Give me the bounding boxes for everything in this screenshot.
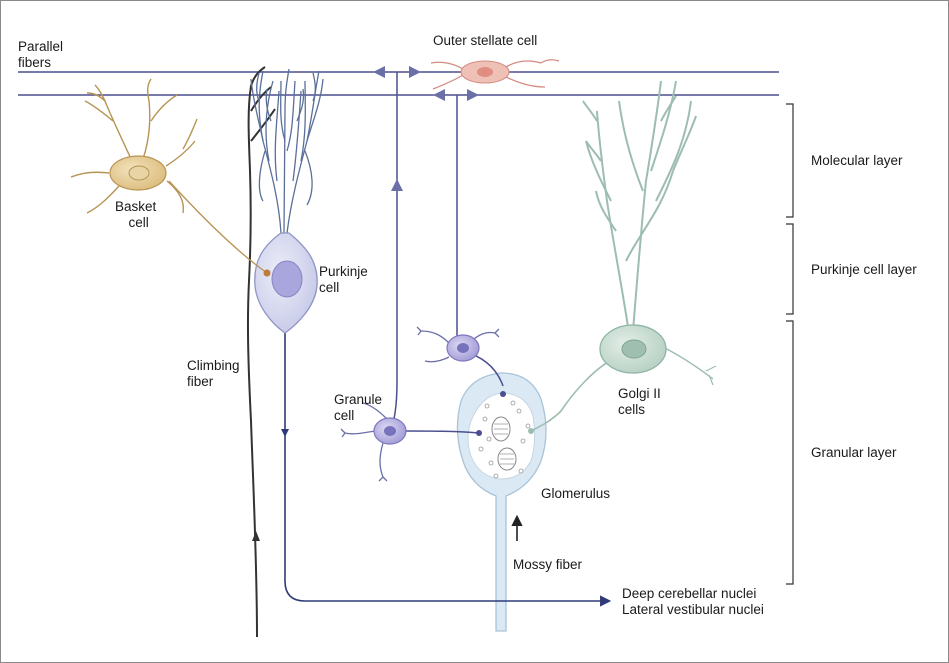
golgi-line-1: Golgi II: [618, 386, 661, 401]
parallel-fibers-line-2: fibers: [18, 55, 52, 70]
parallel-fibers-line-1: Parallel: [18, 39, 64, 54]
granule-line-1: Granule: [334, 392, 383, 407]
climbing-fiber: [246, 66, 276, 638]
outer-stellate-cell: [430, 59, 560, 90]
output-line-2: Lateral vestibular nuclei: [622, 602, 764, 617]
climbing-line-1: Climbing: [187, 358, 240, 373]
granule-line-2: cell: [334, 408, 355, 423]
outer-stellate-label: Outer stellate cell: [433, 33, 538, 48]
output-targets-label: Deep cerebellar nuclei Lateral vestibula…: [622, 586, 764, 618]
glomerulus-label: Glomerulus: [541, 486, 611, 501]
purkinje-dendrites: [250, 68, 324, 234]
purkinje-axon: [284, 333, 612, 607]
granular-layer-label: Granular layer: [811, 445, 897, 460]
climbing-line-2: fiber: [187, 374, 214, 389]
basket-cell: [70, 78, 268, 274]
golgi-cells-label: Golgi II cells: [618, 386, 661, 418]
parallel-fibers-label: Parallel fibers: [18, 39, 63, 71]
purkinje-cell-label: Purkinje cell: [319, 264, 368, 296]
basket-cell-label: Basket cell: [115, 199, 156, 231]
golgi-line-2: cells: [618, 402, 646, 417]
basket-line-1: Basket: [115, 199, 157, 214]
mossy-fiber-label: Mossy fiber: [513, 557, 583, 572]
purkinje-layer-label: Purkinje cell layer: [811, 262, 917, 277]
output-line-1: Deep cerebellar nuclei: [622, 586, 757, 601]
purkinje-line-2: cell: [319, 280, 340, 295]
basket-line-2: cell: [128, 215, 149, 230]
golgi-cell: [530, 80, 717, 432]
glomerulus: [456, 372, 547, 632]
climbing-fiber-label: Climbing fiber: [187, 358, 240, 390]
parallel-fibers: [18, 71, 779, 96]
granule-cell-label: Granule cell: [334, 392, 382, 424]
molecular-layer-label: Molecular layer: [811, 153, 903, 168]
layer-brackets: [786, 103, 794, 585]
purkinje-line-1: Purkinje: [319, 264, 368, 279]
granule-cell-lower: [340, 402, 388, 482]
